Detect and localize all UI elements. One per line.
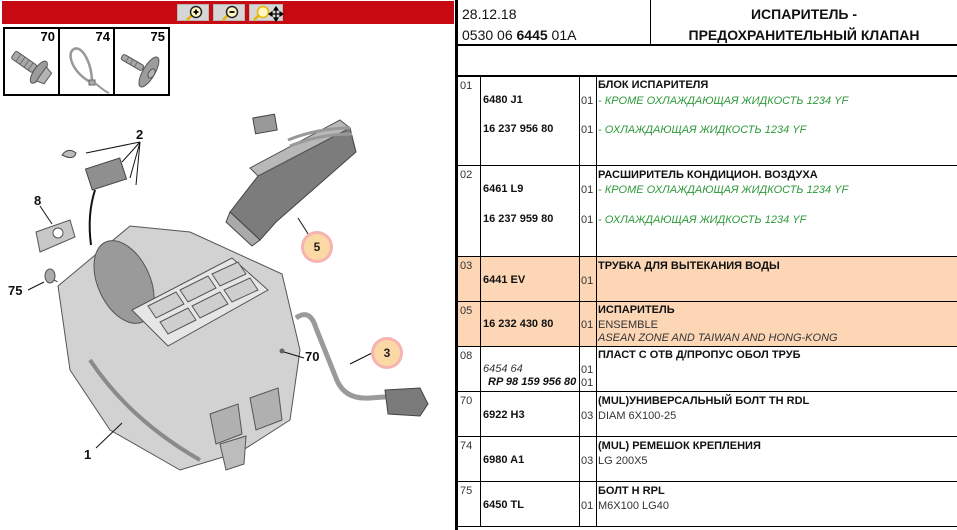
callout-8[interactable]: 8 bbox=[34, 193, 42, 208]
header-meta: 28.12.18 0530 06 6445 01A bbox=[462, 4, 576, 46]
hex-bolt-icon bbox=[11, 50, 53, 85]
hvac-unit-illustration bbox=[27, 113, 429, 471]
blank-header-row bbox=[458, 46, 957, 77]
parts-table: 01 БЛОК ИСПАРИТЕЛЯ 6480 J1 01 - КРОМЕ ОХ… bbox=[458, 77, 957, 527]
item-index: 03 bbox=[460, 260, 473, 272]
quantity: 01 bbox=[581, 214, 594, 226]
part-reference[interactable]: 16 237 956 80 bbox=[483, 123, 554, 135]
part-reference[interactable]: 6980 A1 bbox=[483, 454, 525, 466]
magnifier-minus-icon bbox=[222, 5, 239, 21]
part-reference[interactable]: 16 232 430 80 bbox=[483, 318, 554, 330]
table-row-03-highlighted[interactable]: 03 ТРУБКА ДЛЯ ВЫТЕКАНИЯ ВОДЫ 6441 EV 01 bbox=[458, 257, 957, 302]
quantity: 01 bbox=[581, 377, 594, 389]
plate-reference: 0530 06 6445 01A bbox=[462, 25, 576, 46]
callout-2[interactable]: 2 bbox=[136, 127, 144, 142]
thumbnail-number: 70 bbox=[40, 29, 55, 44]
part-title: ИСПАРИТЕЛЬ bbox=[598, 304, 675, 316]
callout-3-highlighted[interactable]: 3 bbox=[374, 340, 400, 366]
parts-list-pane: 28.12.18 0530 06 6445 01A ИСПАРИТЕЛЬ - П… bbox=[455, 0, 957, 530]
variant-note: - КРОМЕ ОХЛАЖДАЮЩАЯ ЖИДКОСТЬ 1234 YF bbox=[598, 184, 849, 196]
item-index: 74 bbox=[460, 440, 473, 452]
quantity: 01 bbox=[581, 124, 594, 136]
quantity: 03 bbox=[581, 455, 594, 467]
table-row-70[interactable]: 70 (MUL)УНИВЕРСАЛЬНЫЙ БОЛТ TH RDL 6922 H… bbox=[458, 392, 957, 437]
part-spec: M6X100 LG40 bbox=[598, 500, 669, 512]
part-title: РАСШИРИТЕЛЬ КОНДИЦИОН. ВОЗДУХА bbox=[598, 169, 818, 181]
zoom-in-button[interactable] bbox=[177, 4, 209, 21]
item-index: 08 bbox=[460, 350, 473, 362]
part-spec: ENSEMBLE bbox=[598, 319, 658, 331]
part-title: ТРУБКА ДЛЯ ВЫТЕКАНИЯ ВОДЫ bbox=[598, 260, 780, 272]
part-title: (MUL) РЕМЕШОК КРЕПЛЕНИЯ bbox=[598, 440, 761, 452]
part-reference[interactable]: 16 237 959 80 bbox=[483, 213, 554, 225]
exploded-parts-diagram[interactable]: 2 8 75 5 3 70 1 bbox=[0, 100, 455, 530]
part-reference[interactable]: 6461 L9 bbox=[483, 183, 524, 195]
table-row-01[interactable]: 01 БЛОК ИСПАРИТЕЛЯ 6480 J1 01 - КРОМЕ ОХ… bbox=[458, 77, 957, 166]
ref-suffix: 01A bbox=[547, 27, 577, 43]
market-note: ASEAN ZONE AND TAIWAN AND HONG-KONG bbox=[598, 332, 838, 344]
document-header: 28.12.18 0530 06 6445 01A ИСПАРИТЕЛЬ - П… bbox=[458, 0, 957, 46]
zoom-out-button[interactable] bbox=[213, 4, 245, 21]
item-index: 75 bbox=[460, 485, 473, 497]
title-line-2: ПРЕДОХРАНИТЕЛЬНЫЙ КЛАПАН bbox=[688, 27, 920, 43]
quantity: 01 bbox=[581, 319, 594, 331]
part-spec: LG 200X5 bbox=[598, 455, 648, 467]
quantity: 01 bbox=[581, 95, 594, 107]
callout-75[interactable]: 75 bbox=[8, 283, 23, 298]
zoom-toolbar bbox=[2, 1, 454, 24]
callout-1[interactable]: 1 bbox=[84, 447, 92, 462]
thumbnail-part-74[interactable]: 74 bbox=[58, 27, 115, 96]
part-reference[interactable]: 6922 H3 bbox=[483, 409, 525, 421]
part-title: БЛОК ИСПАРИТЕЛЯ bbox=[598, 79, 709, 91]
variant-note: - ОХЛАЖДАЮЩАЯ ЖИДКОСТЬ 1234 YF bbox=[598, 124, 807, 136]
washer-bolt-icon bbox=[120, 54, 160, 88]
ref-prefix: 0530 06 bbox=[462, 27, 517, 43]
table-row-74[interactable]: 74 (MUL) РЕМЕШОК КРЕПЛЕНИЯ 6980 A1 03 LG… bbox=[458, 437, 957, 482]
item-index: 05 bbox=[460, 305, 473, 317]
part-reference[interactable]: 6480 J1 bbox=[483, 94, 523, 106]
callout-5-highlighted[interactable]: 5 bbox=[304, 234, 330, 260]
thumbnail-part-75[interactable]: 75 bbox=[113, 27, 170, 96]
fastener-thumbnails: 70 74 75 bbox=[3, 27, 170, 96]
replacement-reference[interactable]: RP 98 159 956 80 bbox=[488, 376, 577, 388]
part-title: (MUL)УНИВЕРСАЛЬНЫЙ БОЛТ TH RDL bbox=[598, 395, 810, 407]
table-row-75[interactable]: 75 БОЛТ H RPL 6450 TL 01 M6X100 LG40 bbox=[458, 482, 957, 527]
item-index: 01 bbox=[460, 80, 473, 92]
item-index: 70 bbox=[460, 395, 473, 407]
cable-tie-icon bbox=[69, 47, 110, 94]
title-line-1: ИСПАРИТЕЛЬ - bbox=[750, 6, 858, 22]
quantity: 01 bbox=[581, 364, 594, 376]
callout-70[interactable]: 70 bbox=[305, 349, 320, 364]
page-title: ИСПАРИТЕЛЬ - ПРЕДОХРАНИТЕЛЬНЫЙ КЛАПАН bbox=[651, 4, 957, 46]
quantity: 01 bbox=[581, 275, 594, 287]
table-row-05-highlighted[interactable]: 05 ИСПАРИТЕЛЬ 16 232 430 80 01 ENSEMBLE … bbox=[458, 302, 957, 347]
magnifier-plus-icon bbox=[186, 5, 203, 21]
magnifier-move-icon bbox=[253, 5, 284, 22]
quantity: 03 bbox=[581, 410, 594, 422]
zoom-pan-button[interactable] bbox=[249, 4, 284, 22]
quantity: 01 bbox=[581, 500, 594, 512]
date: 28.12.18 bbox=[462, 6, 517, 22]
part-title: ПЛАСТ С ОТВ Д/ПРОПУС ОБОЛ ТРУБ bbox=[598, 349, 801, 361]
thumbnail-part-70[interactable]: 70 bbox=[3, 27, 60, 96]
item-index: 02 bbox=[460, 169, 473, 181]
divider bbox=[650, 0, 651, 46]
part-reference[interactable]: 6441 EV bbox=[483, 274, 526, 286]
thumbnail-number: 75 bbox=[150, 29, 165, 44]
part-reference[interactable]: 6450 TL bbox=[483, 499, 524, 511]
variant-note: - КРОМЕ ОХЛАЖДАЮЩАЯ ЖИДКОСТЬ 1234 YF bbox=[598, 95, 849, 107]
table-row-08[interactable]: 08 ПЛАСТ С ОТВ Д/ПРОПУС ОБОЛ ТРУБ 6454 6… bbox=[458, 347, 957, 392]
variant-note: - ОХЛАЖДАЮЩАЯ ЖИДКОСТЬ 1234 YF bbox=[598, 214, 807, 226]
part-title: БОЛТ H RPL bbox=[598, 485, 665, 497]
part-reference[interactable]: 6454 64 bbox=[483, 363, 523, 375]
ref-group: 6445 bbox=[516, 27, 548, 43]
part-spec: DIAM 6X100-25 bbox=[598, 410, 677, 422]
table-row-02[interactable]: 02 РАСШИРИТЕЛЬ КОНДИЦИОН. ВОЗДУХА 6461 L… bbox=[458, 166, 957, 257]
diagram-pane: 70 74 75 bbox=[0, 0, 455, 530]
thumbnail-number: 74 bbox=[95, 29, 110, 44]
quantity: 01 bbox=[581, 184, 594, 196]
